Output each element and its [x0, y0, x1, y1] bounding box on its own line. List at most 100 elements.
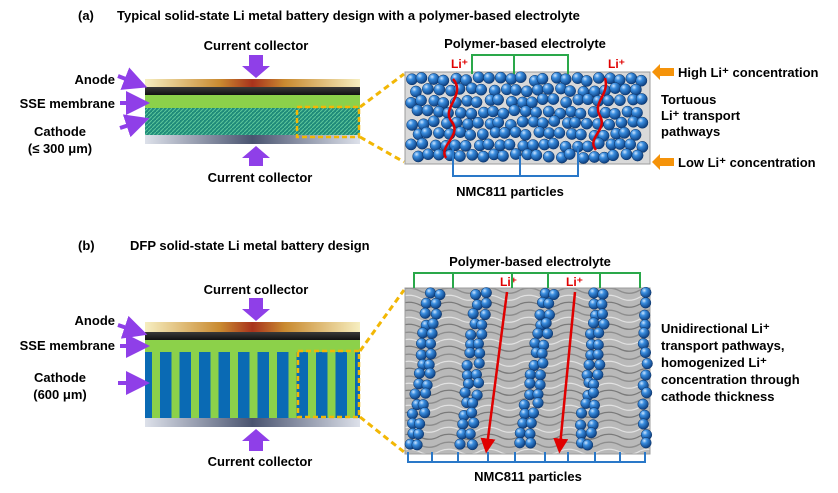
sse-stripe — [327, 352, 336, 418]
particle — [564, 85, 576, 97]
particle — [420, 297, 432, 309]
particle — [406, 408, 418, 420]
dfp-stripes — [152, 352, 355, 418]
particle — [582, 93, 594, 106]
particle — [543, 297, 555, 310]
particle — [460, 74, 472, 86]
particle — [592, 339, 604, 351]
particle — [466, 149, 479, 161]
particle — [593, 327, 605, 339]
particle — [476, 319, 488, 331]
zoom-line-b-top — [358, 289, 406, 352]
particle — [433, 148, 445, 161]
uni-line-2: transport pathways, — [661, 338, 785, 353]
particle — [415, 94, 427, 107]
particle — [639, 346, 652, 359]
particle — [419, 307, 431, 319]
particle — [459, 386, 471, 399]
particle — [619, 83, 632, 96]
particle — [503, 138, 516, 151]
particle — [575, 128, 587, 141]
particle — [547, 137, 560, 150]
particle — [547, 93, 560, 105]
electrolyte-bracket-b — [413, 272, 641, 288]
battery-stack-a — [145, 79, 361, 144]
low-conc-label: Low Li⁺ concentration — [678, 155, 816, 170]
particle — [482, 138, 495, 151]
particle — [476, 328, 488, 340]
bracket-line — [413, 272, 641, 288]
panel-a: (a) Typical solid-state Li metal battery… — [20, 8, 819, 199]
particle — [427, 115, 440, 128]
particle — [410, 85, 422, 98]
particle — [472, 377, 485, 389]
cathode-thickness-label: (≤ 300 μm) — [28, 141, 92, 156]
particle — [638, 327, 650, 339]
particle — [415, 72, 428, 84]
particle — [553, 127, 566, 139]
particle — [509, 148, 522, 160]
particle — [414, 418, 426, 430]
particle — [583, 359, 595, 371]
particle — [480, 297, 492, 309]
particle — [537, 357, 549, 369]
particle — [433, 83, 446, 96]
particle — [640, 437, 652, 449]
particle — [421, 104, 434, 117]
particle — [433, 127, 445, 139]
particle — [541, 327, 554, 340]
particle — [524, 377, 536, 389]
cathode-label-b: Cathode — [34, 370, 86, 385]
li-path-a-right — [592, 77, 608, 151]
particle — [411, 104, 424, 117]
electrolyte-label-b: Polymer-based electrolyte — [449, 254, 611, 269]
particle — [618, 126, 631, 139]
sse-stripe — [191, 352, 199, 418]
zoom-box-b — [296, 349, 361, 419]
particle — [412, 428, 425, 440]
particle — [405, 138, 417, 151]
particle — [475, 83, 488, 96]
zoom-line-b-bottom — [359, 415, 405, 454]
particle — [596, 308, 608, 320]
particle — [580, 117, 593, 130]
particle — [472, 71, 485, 84]
particle — [497, 107, 510, 120]
li-path-a-left — [443, 78, 459, 159]
sse-stripe — [152, 352, 160, 418]
cathode-layer — [145, 108, 360, 135]
particle — [602, 94, 615, 107]
particle — [587, 317, 600, 329]
particle — [542, 83, 554, 95]
anode-metal-layer-b — [145, 332, 360, 340]
particle — [449, 139, 461, 152]
zoom-box-a — [295, 105, 361, 139]
particle — [592, 348, 604, 361]
particle — [527, 407, 540, 419]
tortuous-line-2: Li⁺ transport — [661, 108, 741, 123]
particle — [454, 126, 467, 138]
particle — [542, 105, 555, 118]
panel-b: (b) DFP solid-state Li metal battery des… — [20, 238, 800, 484]
particle — [508, 104, 521, 117]
particle — [461, 359, 473, 371]
anode-layer — [145, 79, 360, 87]
sse-label-b: SSE membrane — [20, 338, 115, 353]
particle — [464, 428, 476, 440]
particles-bracket-a — [452, 146, 579, 177]
zoom-line-a-top — [359, 72, 405, 109]
particle — [532, 327, 544, 339]
particle — [596, 298, 608, 310]
particle — [417, 327, 429, 339]
particle — [430, 308, 442, 320]
particle — [526, 96, 538, 109]
particle — [629, 129, 642, 141]
particle — [412, 150, 425, 163]
particle — [413, 367, 425, 379]
particle — [588, 407, 600, 419]
particles-b — [404, 286, 653, 451]
particle — [492, 93, 504, 106]
particle — [454, 438, 466, 450]
particle — [594, 359, 606, 371]
